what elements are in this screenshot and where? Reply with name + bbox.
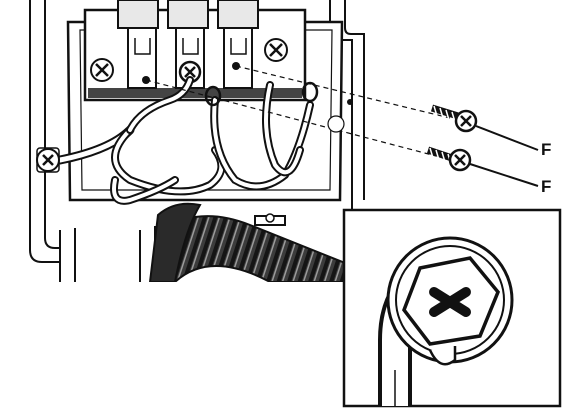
mount-screw-icon	[91, 59, 113, 81]
mount-screw-icon	[265, 39, 287, 61]
callout-label: F	[541, 178, 551, 195]
detail-inset	[344, 210, 560, 406]
drain-hose	[150, 204, 350, 282]
screw-icon	[432, 106, 476, 131]
rivet-icon	[347, 99, 353, 105]
screw-icon	[428, 148, 470, 170]
callout-label: F	[541, 141, 551, 158]
callout-leaders	[470, 126, 538, 186]
target-hole-icon	[328, 116, 344, 132]
ground-screw-icon	[37, 148, 59, 172]
